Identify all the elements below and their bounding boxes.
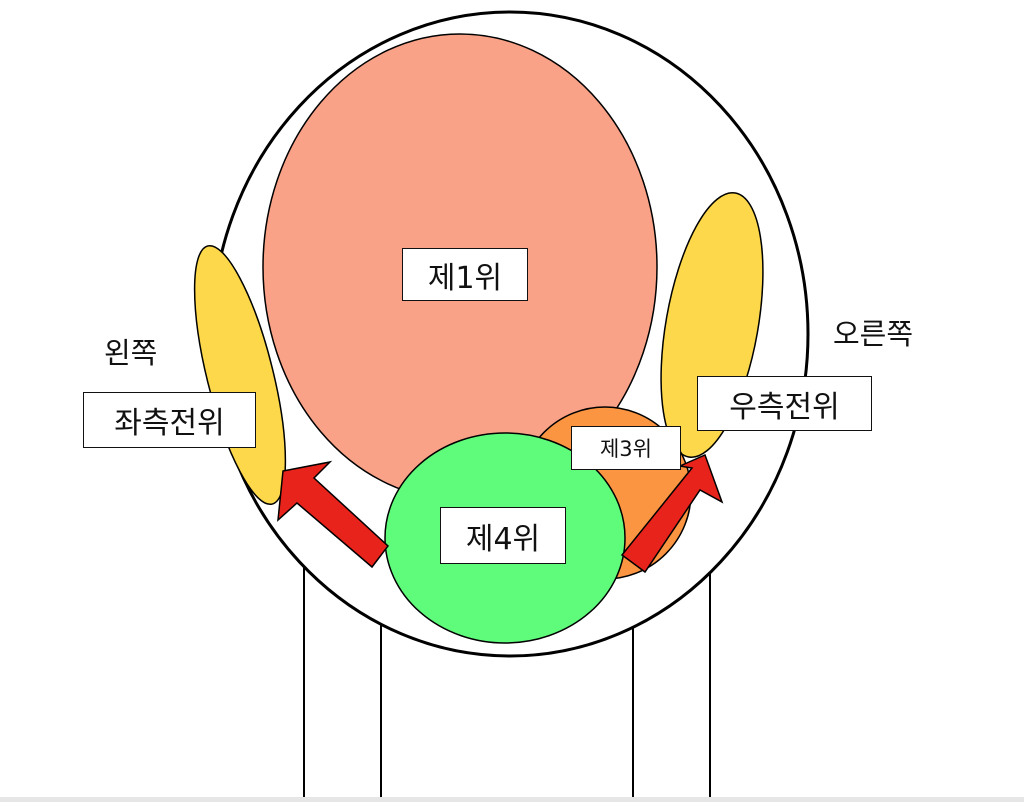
third-position-label: 제3위 — [571, 426, 681, 470]
right-arrow — [620, 453, 724, 574]
fourth-position-label: 제4위 — [440, 507, 566, 564]
left-lateral-label: 좌측전위 — [83, 392, 256, 448]
left-arrow — [277, 460, 390, 569]
first-position-label: 제1위 — [402, 248, 528, 301]
bottom-divider — [0, 797, 1024, 802]
left-lateral-ellipse — [193, 244, 287, 506]
left-side-label: 왼쪽 — [104, 336, 158, 370]
right-lateral-label: 우측전위 — [697, 376, 872, 431]
right-side-label: 오른쪽 — [833, 317, 914, 351]
